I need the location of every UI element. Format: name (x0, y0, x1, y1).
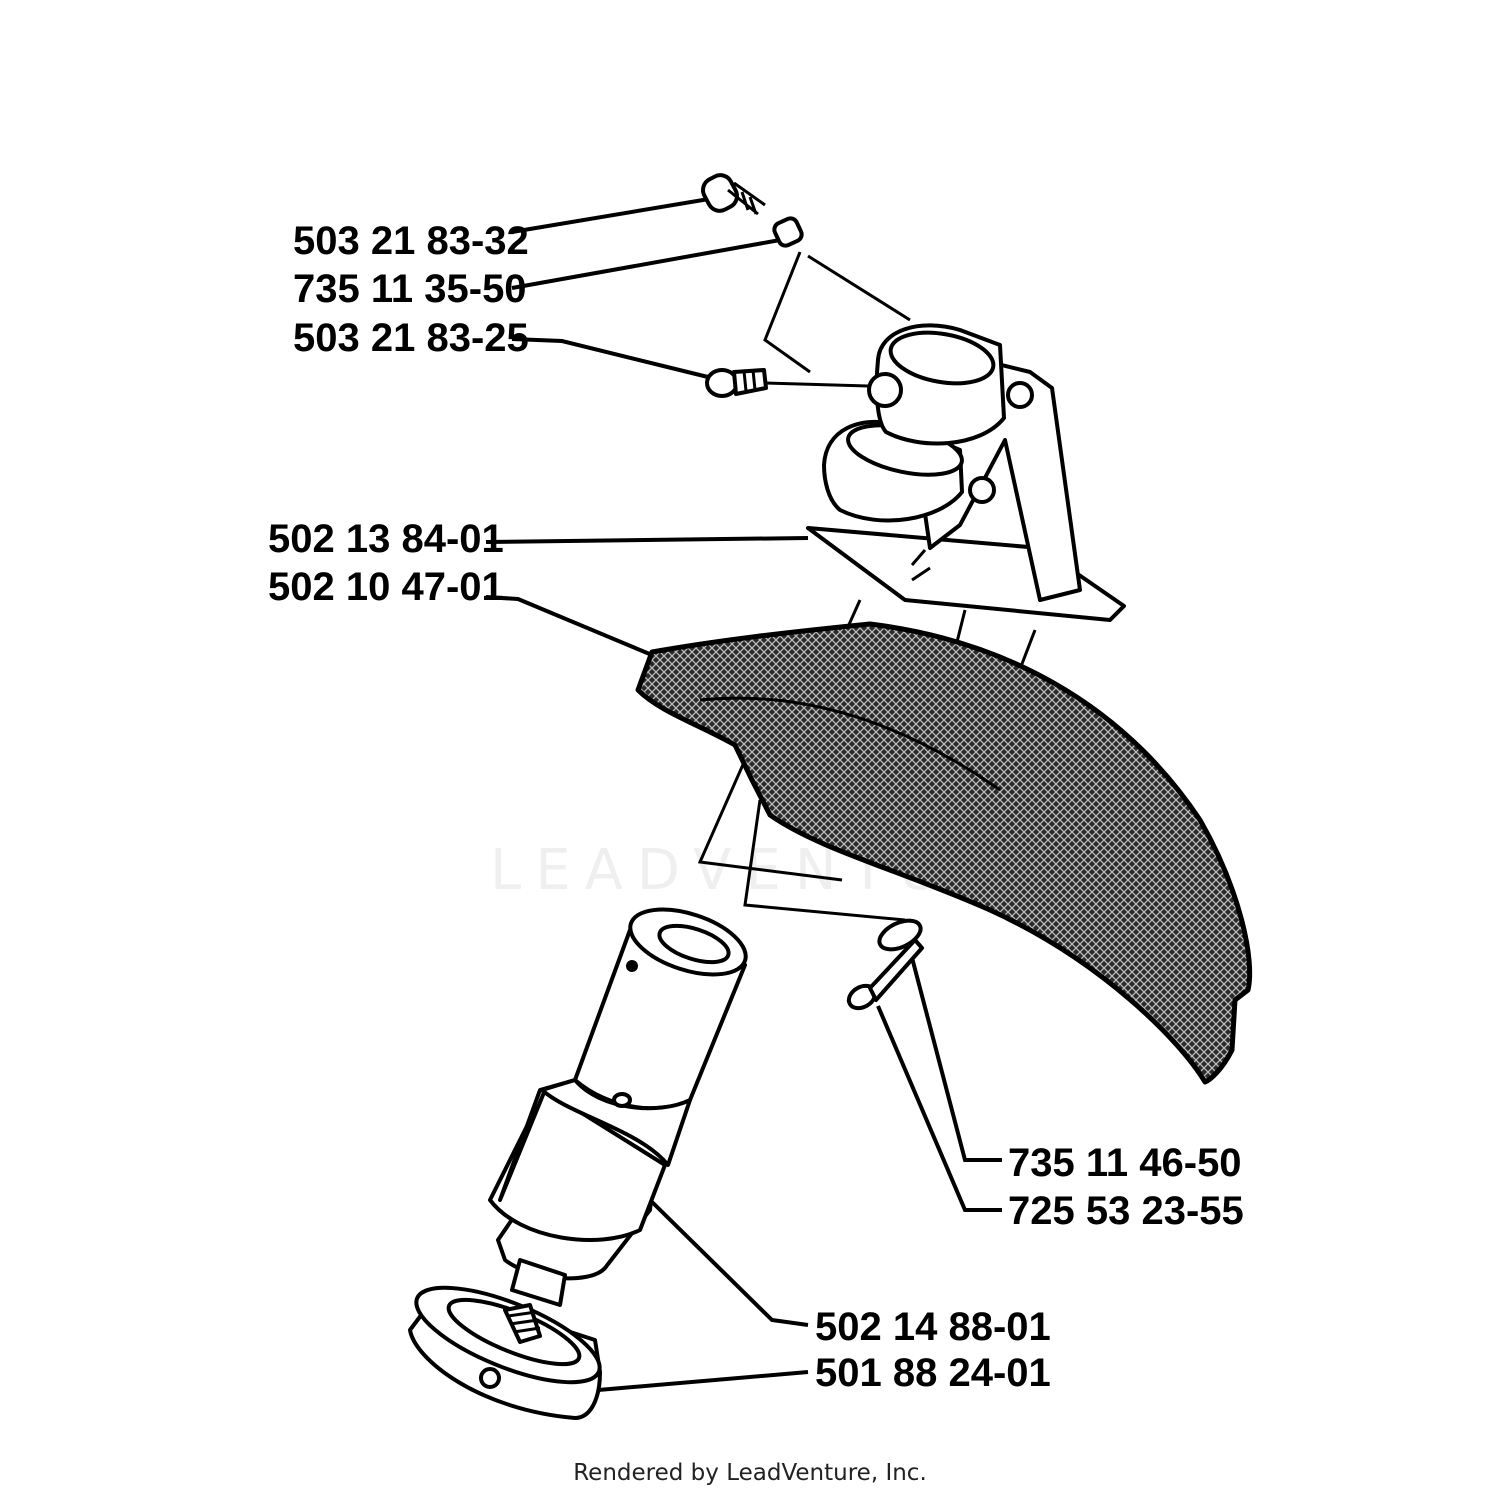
bolt-part-icon (701, 173, 766, 216)
footer-credit: Rendered by LeadVenture, Inc. (573, 1460, 927, 1486)
hub-part-icon (408, 1285, 602, 1420)
leader-735-11-35-50 (511, 238, 781, 290)
screw-part-icon (846, 918, 924, 1011)
part-label-502-13-84-01[interactable]: 502 13 84-01 (268, 517, 504, 561)
part-label-502-10-47-01[interactable]: 502 10 47-01 (268, 565, 504, 609)
leader-lines (485, 196, 1002, 1394)
part-label-735-11-35-50[interactable]: 735 11 35-50 (293, 267, 527, 311)
nut-part-icon (772, 216, 804, 248)
leader-502-10-47-01 (485, 595, 653, 657)
leader-503-21-83-25 (511, 337, 713, 380)
part-label-503-21-83-32[interactable]: 503 21 83-32 (293, 219, 529, 263)
part-labels: 503 21 83-32 735 11 35-50 503 21 83-25 5… (268, 219, 1244, 1395)
clamp-bracket-part-icon (806, 323, 1126, 622)
part-label-725-53-23-55[interactable]: 725 53 23-55 (1008, 1189, 1244, 1233)
leader-725-53-23-55 (876, 1005, 1002, 1212)
part-label-502-14-88-01[interactable]: 502 14 88-01 (815, 1305, 1051, 1349)
leader-502-13-84-01 (485, 536, 809, 544)
clamp-bolt-part-icon (705, 368, 768, 398)
leader-503-21-83-32 (511, 196, 716, 234)
trimmer-guard-part-icon (635, 621, 1253, 1085)
part-label-503-21-83-25[interactable]: 503 21 83-25 (293, 316, 529, 360)
part-label-735-11-46-50[interactable]: 735 11 46-50 (1008, 1141, 1242, 1185)
bearing-housing-part-icon (488, 907, 748, 1307)
leader-502-14-88-01 (648, 1198, 809, 1327)
leader-501-88-24-01 (574, 1370, 809, 1394)
part-label-501-88-24-01[interactable]: 501 88 24-01 (815, 1351, 1051, 1395)
leader-735-11-46-50 (908, 949, 1002, 1162)
